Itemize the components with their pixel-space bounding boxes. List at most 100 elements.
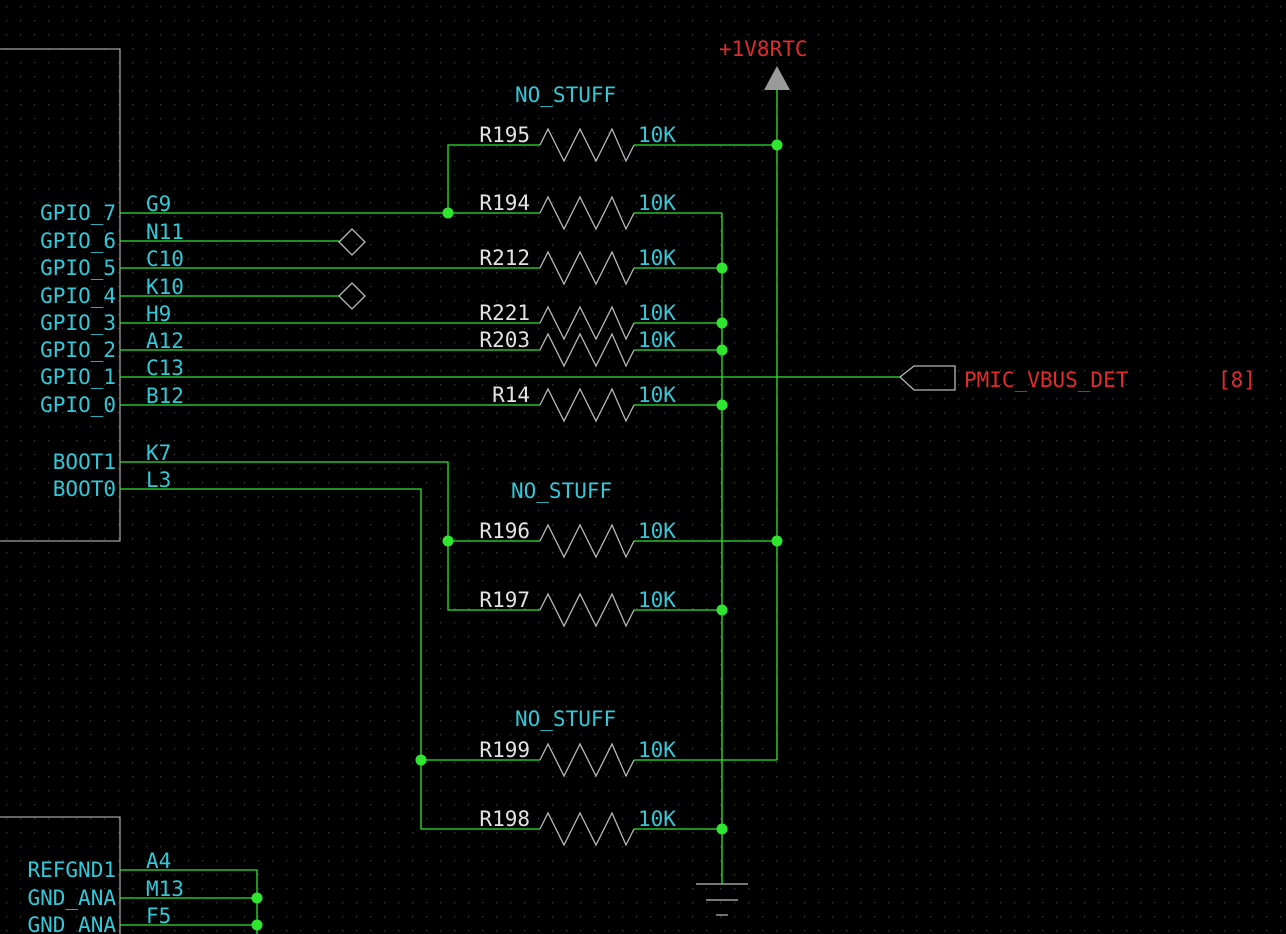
no-stuff-note-2: NO_STUFF: [511, 479, 612, 503]
resistor-value: 10K: [638, 383, 676, 407]
resistor-zigzag-icon: [539, 332, 635, 368]
resistor-ref: R197: [479, 588, 530, 612]
pin-ball-gpio-4: K10: [146, 275, 184, 299]
resistor-r212[interactable]: R212 10K: [479, 246, 676, 286]
pin-name-gpio-1: GPIO_1: [40, 365, 116, 389]
resistor-r197[interactable]: R197 10K: [479, 588, 676, 628]
ground-symbol: [696, 883, 748, 916]
pin-ball-gpio-7: G9: [146, 192, 171, 216]
resistor-value: 10K: [638, 738, 676, 762]
resistor-zigzag-icon: [539, 387, 635, 423]
resistor-ref: R221: [479, 301, 530, 325]
junction-dot: [251, 892, 263, 904]
pin-name-gpio-3: GPIO_3: [40, 311, 116, 335]
pin-name-gpio-6: GPIO_6: [40, 229, 116, 253]
resistor-zigzag-icon: [539, 305, 635, 341]
resistor-r196[interactable]: R196 10K: [479, 519, 676, 559]
resistor-ref: R198: [479, 807, 530, 831]
junction-dot: [716, 344, 728, 356]
junction-dot: [251, 919, 263, 931]
pin-name-gpio-2: GPIO_2: [40, 338, 116, 362]
junction-dot: [716, 317, 728, 329]
pin-ball-gnd-ana-1: M13: [146, 877, 184, 901]
net-label-page-ref: [8]: [1218, 368, 1256, 392]
junction-dot: [716, 262, 728, 274]
resistor-r221[interactable]: R221 10K: [479, 301, 676, 341]
pin-ball-gpio-3: H9: [146, 302, 171, 326]
pin-name-gpio-5: GPIO_5: [40, 256, 116, 280]
junction-dot: [716, 399, 728, 411]
wire-boot0: [120, 488, 540, 830]
resistor-zigzag-icon: [539, 742, 635, 778]
wire-r195-left: [447, 144, 540, 213]
pin-ball-gpio-1: C13: [146, 356, 184, 380]
ic-bottom-outline: [0, 816, 121, 934]
junction-dot: [415, 754, 427, 766]
pin-ball-gpio-6: N11: [146, 220, 184, 244]
resistor-zigzag-icon: [539, 523, 635, 559]
resistor-r14[interactable]: R14 10K: [492, 383, 676, 423]
pin-name-boot0: BOOT0: [53, 477, 116, 501]
resistor-value: 10K: [638, 246, 676, 270]
resistor-ref: R196: [479, 519, 530, 543]
pin-name-refgnd1-0: REFGND1: [27, 858, 116, 882]
net-label-name: PMIC_VBUS_DET: [964, 368, 1129, 392]
no-connect-diamond-gpio4: [338, 282, 366, 310]
pin-ball-gpio-5: C10: [146, 247, 184, 271]
resistor-zigzag-icon: [539, 811, 635, 847]
resistor-ref: R14: [492, 383, 530, 407]
junction-dot: [771, 139, 783, 151]
resistor-value: 10K: [638, 807, 676, 831]
pin-ball-gnd-ana-2: F5: [146, 904, 171, 928]
pin-name-gpio-4: GPIO_4: [40, 284, 116, 308]
resistor-value: 10K: [638, 301, 676, 325]
resistor-ref: R212: [479, 246, 530, 270]
resistor-r198[interactable]: R198 10K: [479, 807, 676, 847]
wire-gnd-ana: [120, 869, 258, 934]
power-arrow-icon: [764, 66, 790, 90]
junction-dot: [442, 535, 454, 547]
pin-name-gnd-ana-2: GND_ANA: [27, 913, 116, 934]
off-page-connector-pmic-vbus-det[interactable]: PMIC_VBUS_DET [8]: [899, 365, 1256, 392]
resistor-zigzag-icon: [539, 250, 635, 286]
resistor-value: 10K: [638, 328, 676, 352]
ic-top-outline: [0, 48, 121, 542]
pin-name-gnd-ana-1: GND_ANA: [27, 886, 116, 910]
power-symbol-1v8rtc[interactable]: +1V8RTC: [719, 37, 808, 90]
resistor-ref: R194: [479, 191, 530, 215]
no-stuff-note-1: NO_STUFF: [515, 83, 616, 107]
pin-name-boot1: BOOT1: [53, 450, 116, 474]
junction-dot: [442, 207, 454, 219]
pin-name-gpio-7: GPIO_7: [40, 201, 116, 225]
resistor-value: 10K: [638, 123, 676, 147]
resistor-r194[interactable]: R194 10K: [479, 191, 676, 231]
wires: [120, 90, 900, 934]
junction-dot: [716, 604, 728, 616]
pin-ball-gpio-2: A12: [146, 329, 184, 353]
resistor-value: 10K: [638, 519, 676, 543]
power-rail-label: +1V8RTC: [719, 37, 808, 61]
no-connect-diamond-gpio6: [338, 228, 366, 256]
pin-ball-refgnd1-0: A4: [146, 849, 171, 873]
resistor-zigzag-icon: [539, 195, 635, 231]
pin-ball-boot0: L3: [146, 468, 171, 492]
resistor-zigzag-icon: [539, 592, 635, 628]
resistor-value: 10K: [638, 191, 676, 215]
resistor-r195[interactable]: R195 10K: [479, 123, 676, 163]
resistor-ref: R195: [479, 123, 530, 147]
resistor-r199[interactable]: R199 10K: [479, 738, 676, 778]
resistor-zigzag-icon: [539, 127, 635, 163]
junction-dot: [716, 823, 728, 835]
pin-ball-boot1: K7: [146, 441, 171, 465]
resistor-ref: R199: [479, 738, 530, 762]
resistor-value: 10K: [638, 588, 676, 612]
junction-dot: [771, 535, 783, 547]
junction-group: [251, 139, 783, 931]
